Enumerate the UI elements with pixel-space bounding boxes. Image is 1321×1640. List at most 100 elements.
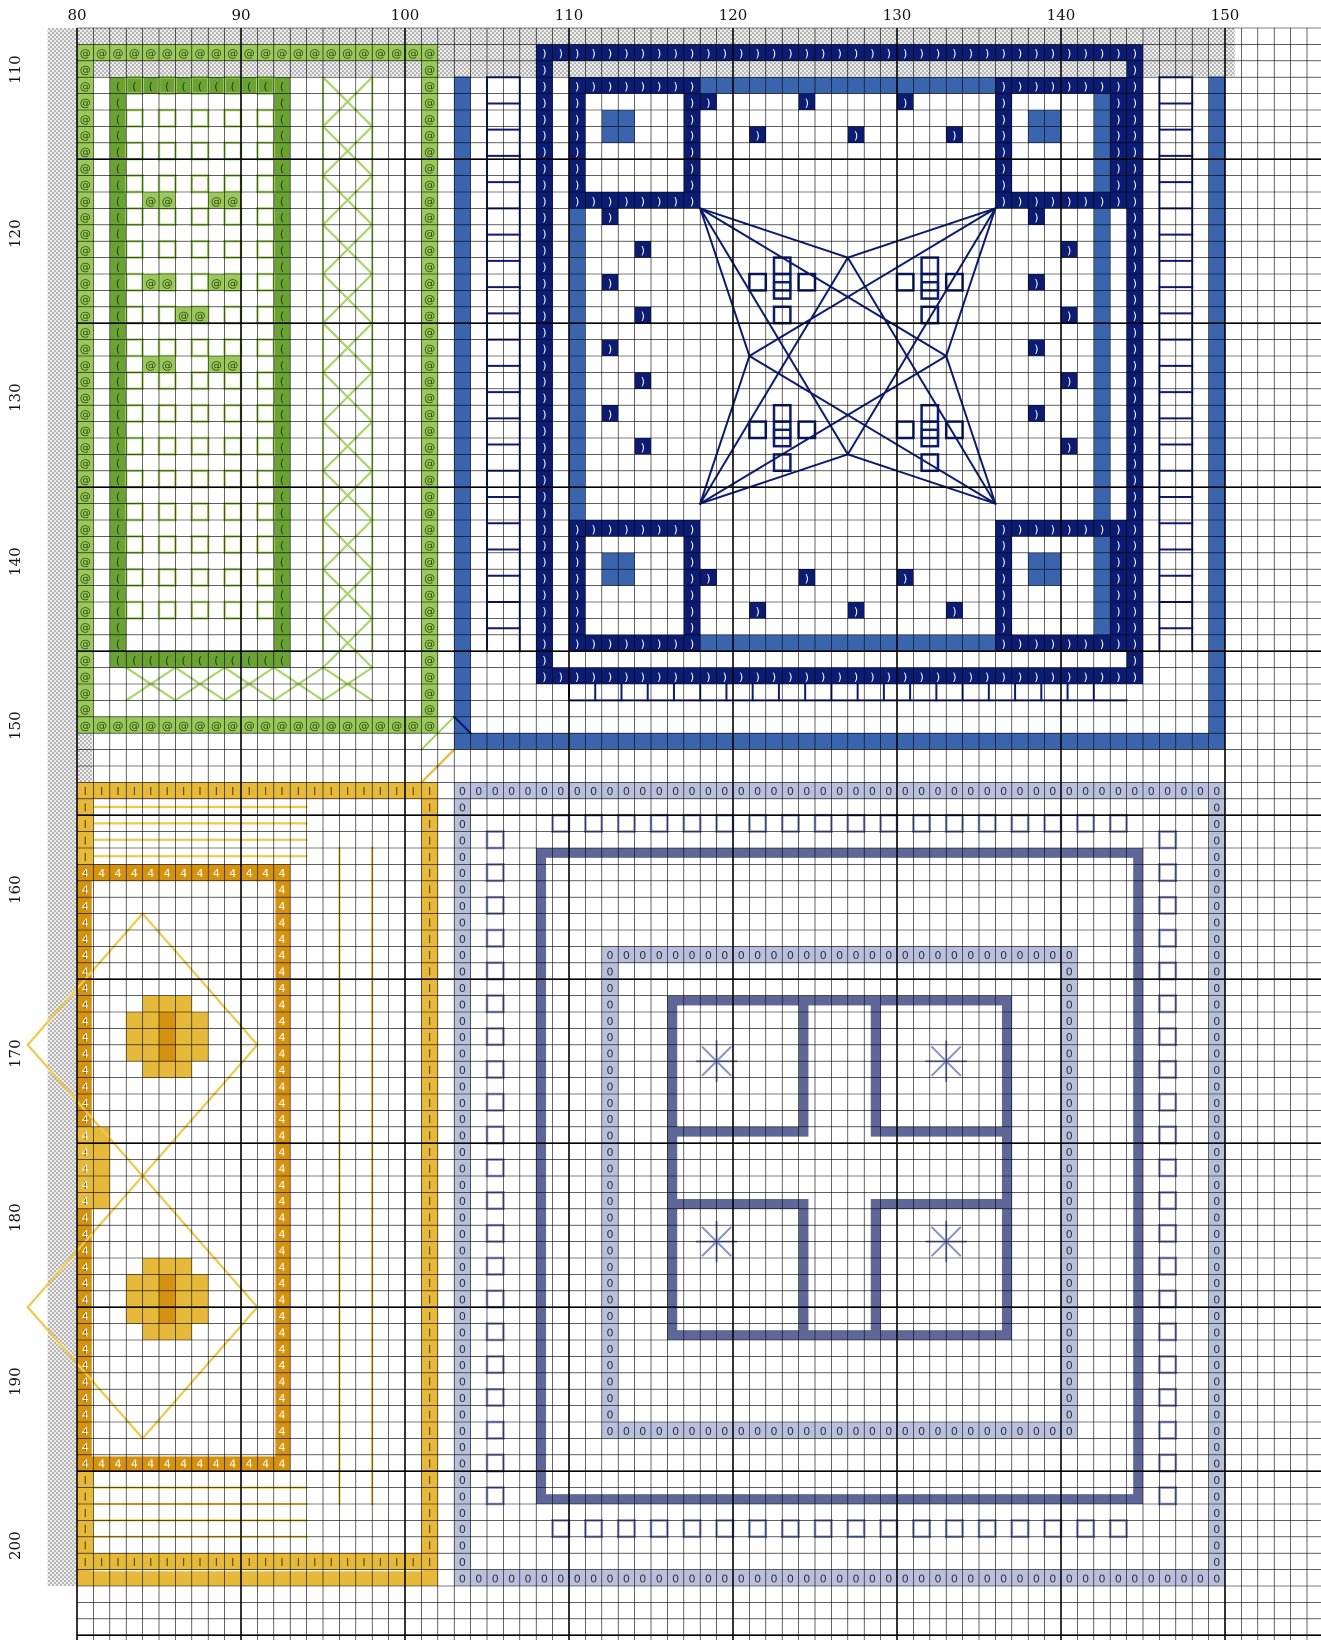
- stitch-symbol: 0: [459, 933, 466, 946]
- stitch-symbol: ): [854, 47, 858, 60]
- stitch-symbol: 0: [967, 785, 974, 798]
- stitch-symbol: 0: [918, 1425, 925, 1438]
- stitch-symbol: @: [424, 326, 435, 339]
- stitch-symbol: (: [116, 129, 120, 142]
- stitch-symbol: ): [919, 670, 923, 683]
- stitch-symbol: 4: [262, 867, 269, 880]
- stitch-symbol: 0: [459, 1441, 466, 1454]
- stitch-symbol: ): [1116, 556, 1120, 569]
- stitch-symbol: @: [424, 375, 435, 388]
- stitch-symbol: 0: [1213, 1195, 1220, 1208]
- green-lattice-square: [126, 438, 142, 454]
- stitch-symbol: (: [280, 195, 284, 208]
- stitch-symbol: ): [1116, 178, 1120, 191]
- stitch-symbol: ): [657, 523, 661, 536]
- stitch-symbol: @: [375, 720, 386, 733]
- stitch-symbol: 4: [279, 884, 286, 897]
- stitch-symbol: ): [952, 47, 956, 60]
- stitch-symbol: I: [428, 966, 431, 979]
- stitch-symbol: (: [280, 556, 284, 569]
- stitch-symbol: ): [690, 621, 694, 634]
- stitch-symbol: 0: [459, 1277, 466, 1290]
- stitch-symbol: @: [424, 523, 435, 536]
- stitch-symbol: ): [690, 539, 694, 552]
- stitch-symbol: (: [280, 441, 284, 454]
- lavender-x-square: [1077, 1520, 1093, 1536]
- stitch-symbol: 0: [984, 1572, 991, 1585]
- blue-mid-frame-cell: [1094, 323, 1110, 339]
- green-lattice-square: [126, 471, 142, 487]
- stitch-symbol: 0: [459, 1556, 466, 1569]
- stitch-symbol: @: [80, 424, 91, 437]
- stitch-symbol: ): [673, 523, 677, 536]
- stitch-symbol: 0: [1066, 1392, 1073, 1405]
- stitch-symbol: (: [165, 80, 169, 93]
- stitch-symbol: 0: [459, 1179, 466, 1192]
- lavender-x-square: [881, 815, 897, 831]
- stitch-symbol: (: [280, 506, 284, 519]
- stitch-symbol: @: [113, 720, 124, 733]
- stitch-symbol: ): [1067, 670, 1071, 683]
- stitch-symbol: 4: [279, 966, 286, 979]
- stitch-symbol: 4: [180, 1458, 187, 1471]
- stitch-symbol: 0: [1213, 1359, 1220, 1372]
- stitch-symbol: ): [1133, 326, 1137, 339]
- blue-mid-frame-cell: [1094, 126, 1110, 142]
- stitch-symbol: ): [542, 539, 546, 552]
- stitch-symbol: ): [690, 572, 694, 585]
- blue-mid-frame-cell: [700, 635, 716, 651]
- stitch-symbol: ): [1133, 572, 1137, 585]
- stitch-symbol: (: [116, 260, 120, 273]
- stitch-symbol: ): [575, 178, 579, 191]
- stitch-symbol: @: [80, 670, 91, 683]
- stitch-symbol: I: [198, 1556, 201, 1569]
- lavender-x-square: [487, 897, 503, 913]
- blue-mid-frame-cell: [963, 77, 979, 93]
- stitch-symbol: ): [854, 670, 858, 683]
- lavender-x-square: [684, 1520, 700, 1536]
- stitch-symbol: 0: [967, 949, 974, 962]
- stitch-symbol: 0: [607, 1212, 614, 1225]
- gold-flower-center: [159, 1012, 175, 1061]
- stitch-symbol: 0: [1066, 949, 1073, 962]
- lavender-x-square: [1045, 1520, 1061, 1536]
- stitch-symbol: 0: [574, 1572, 581, 1585]
- stitch-symbol: ): [690, 178, 694, 191]
- stitch-symbol: 0: [935, 785, 942, 798]
- stitch-symbol: I: [428, 1490, 431, 1503]
- stitch-symbol: I: [84, 802, 87, 815]
- green-lattice-square: [192, 438, 208, 454]
- stitch-symbol: I: [198, 785, 201, 798]
- stitch-symbol: 0: [1213, 1228, 1220, 1241]
- stitch-symbol: ): [542, 244, 546, 257]
- stitch-symbol: 4: [82, 1458, 89, 1471]
- stitch-symbol: ): [903, 47, 907, 60]
- stitch-symbol: @: [162, 720, 173, 733]
- stitch-symbol: @: [424, 556, 435, 569]
- stitch-symbol: @: [424, 539, 435, 552]
- stitch-symbol: (: [280, 211, 284, 224]
- stitch-symbol: 0: [1066, 1425, 1073, 1438]
- stitch-symbol: I: [84, 1507, 87, 1520]
- stitch-symbol: 0: [738, 1572, 745, 1585]
- stitch-symbol: 4: [279, 1097, 286, 1110]
- stitch-symbol: ): [1133, 195, 1137, 208]
- stitch-symbol: 0: [869, 1425, 876, 1438]
- stitch-symbol: 0: [1131, 785, 1138, 798]
- stitch-symbol: 0: [639, 785, 646, 798]
- stitch-symbol: ): [690, 605, 694, 618]
- stitch-symbol: 4: [279, 1441, 286, 1454]
- stitch-symbol: I: [428, 1113, 431, 1126]
- stitch-symbol: @: [195, 310, 206, 323]
- stitch-symbol: I: [133, 1556, 136, 1569]
- stitch-symbol: ): [559, 47, 563, 60]
- stitch-symbol: 4: [82, 1162, 89, 1175]
- blue-mid-frame-cell: [569, 454, 585, 470]
- stitch-symbol: I: [330, 1556, 333, 1569]
- stitch-symbol: ): [1133, 375, 1137, 388]
- lavender-x-square: [979, 815, 995, 831]
- stitch-symbol: I: [428, 1326, 431, 1339]
- stitch-symbol: ): [1133, 605, 1137, 618]
- stitch-symbol: ): [608, 523, 612, 536]
- stitch-symbol: 0: [607, 949, 614, 962]
